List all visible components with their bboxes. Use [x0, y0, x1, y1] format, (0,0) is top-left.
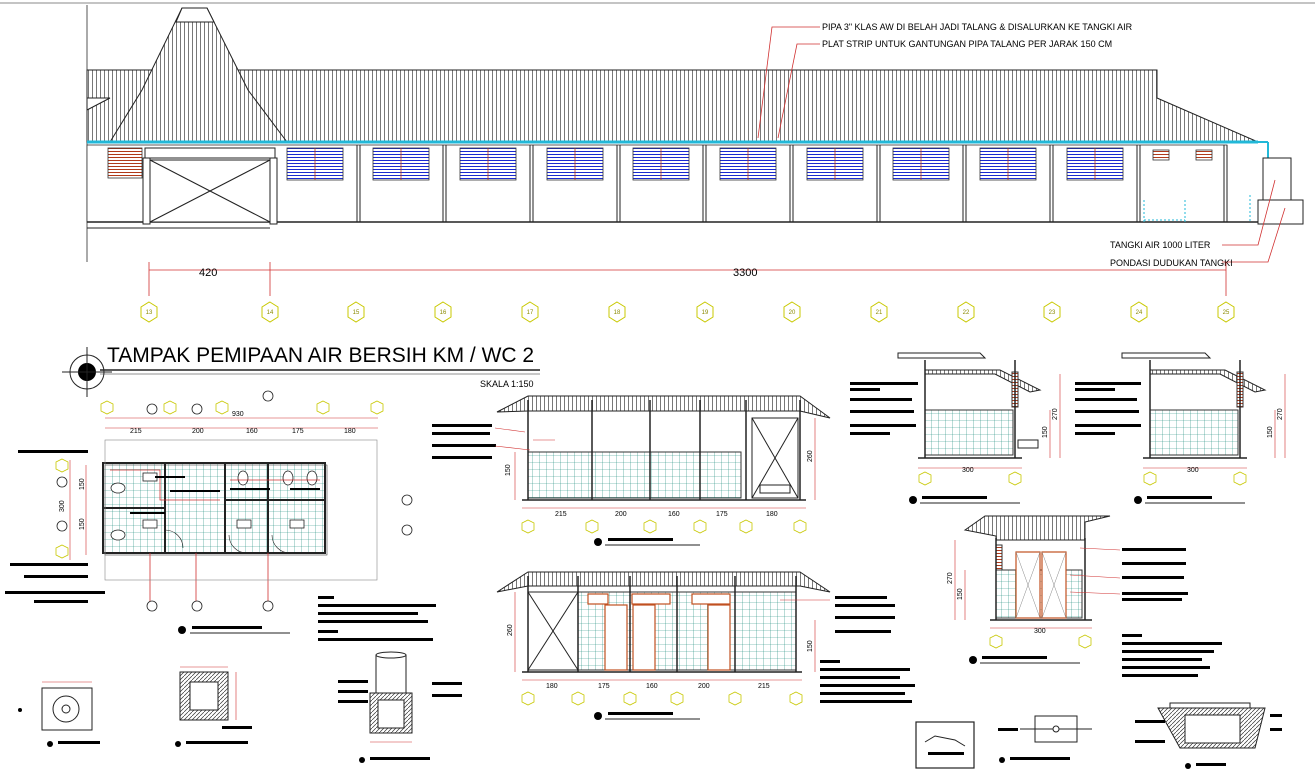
grid-label-14: 14: [267, 310, 274, 316]
s1-dim-3: 160: [668, 511, 680, 518]
s1-dim-5: 180: [766, 511, 778, 518]
s2-dim-5: 215: [758, 683, 770, 690]
grid-label-16: 16: [440, 310, 447, 316]
side-a-sill: 150: [1042, 426, 1049, 438]
annotation-pipa: PIPA 3" KLAS AW DI BELAH JADI TALANG & D…: [822, 22, 1133, 32]
grid-label-17: 17: [527, 310, 534, 316]
side-c-height: 270: [947, 572, 954, 584]
grid-label-22: 22: [963, 310, 970, 316]
main-elevation: PIPA 3" KLAS AW DI BELAH JADI TALANG & D…: [0, 2, 1315, 323]
dim-420: 420: [199, 267, 217, 279]
s1-sill: 150: [505, 464, 512, 476]
detail-pipe-fitting: [998, 715, 1092, 763]
drawing-title: TAMPAK PEMIPAAN AIR BERSIH KM / WC 2: [107, 344, 534, 367]
side-c-width: 300: [1034, 628, 1046, 635]
annotation-tangki: TANGKI AIR 1000 LITER: [1110, 240, 1211, 250]
grid-label-24: 24: [1136, 310, 1143, 316]
detail-legend-box: [915, 721, 975, 769]
s1-dim-1: 215: [555, 511, 567, 518]
s2-dim-3: 160: [646, 683, 658, 690]
plan-dim-3: 160: [246, 428, 258, 435]
plan-overall-dim: 930: [232, 411, 244, 418]
plan-side-dim-150b: 150: [79, 518, 86, 530]
grid-label-18: 18: [614, 310, 621, 316]
grid-label-25: 25: [1223, 310, 1230, 316]
title-block: TAMPAK PEMIPAAN AIR BERSIH KM / WC 2 SKA…: [62, 344, 540, 397]
plan-dim-4: 175: [292, 428, 304, 435]
scale-label: SKALA 1:150: [480, 379, 534, 389]
section-2: 260 150 180 175 160 200 215: [496, 571, 915, 720]
side-section-c: 300 270 150: [947, 515, 1222, 677]
s2-sill: 150: [807, 640, 814, 652]
detail-septic-plan: [175, 666, 252, 747]
dim-3300: 3300: [733, 267, 757, 279]
side-section-b: 300 270 150: [1075, 352, 1286, 504]
grid-label-20: 20: [789, 310, 796, 316]
s2-dim-4: 200: [698, 683, 710, 690]
s1-height: 260: [807, 450, 814, 462]
grid-label-21: 21: [876, 310, 883, 316]
detail-manhole-plan: [18, 681, 100, 747]
s2-dim-2: 175: [598, 683, 610, 690]
floor-plan: 930 215 200 160 175 180 300 150 150: [5, 390, 413, 634]
detail-tank-section: [318, 596, 462, 763]
side-b-width: 300: [1187, 467, 1199, 474]
s2-height: 260: [507, 624, 514, 636]
annotation-pondasi: PONDASI DUDUKAN TANGKI: [1110, 258, 1233, 268]
side-section-a: 300 270 150: [850, 352, 1061, 504]
side-a-width: 300: [962, 467, 974, 474]
grid-label-13: 13: [146, 310, 153, 316]
side-a-height: 270: [1052, 408, 1059, 420]
s1-dim-2: 200: [615, 511, 627, 518]
detail-septic-section: [1135, 702, 1282, 769]
plan-dim-1: 215: [130, 428, 142, 435]
s1-dim-4: 175: [716, 511, 728, 518]
side-c-sill: 150: [957, 588, 964, 600]
annotation-plat-strip: PLAT STRIP UNTUK GANTUNGAN PIPA TALANG P…: [822, 39, 1112, 49]
plan-side-dim-300: 300: [59, 500, 66, 512]
section-1: 150 260 215 200 160 175 180: [432, 395, 831, 546]
grid-label-19: 19: [702, 310, 709, 316]
side-b-sill: 150: [1267, 426, 1274, 438]
side-b-height: 270: [1277, 408, 1284, 420]
plan-side-dim-150a: 150: [79, 478, 86, 490]
grid-label-15: 15: [353, 310, 360, 316]
plan-dim-2: 200: [192, 428, 204, 435]
s2-dim-1: 180: [546, 683, 558, 690]
grid-label-23: 23: [1049, 310, 1056, 316]
plan-dim-5: 180: [344, 428, 356, 435]
